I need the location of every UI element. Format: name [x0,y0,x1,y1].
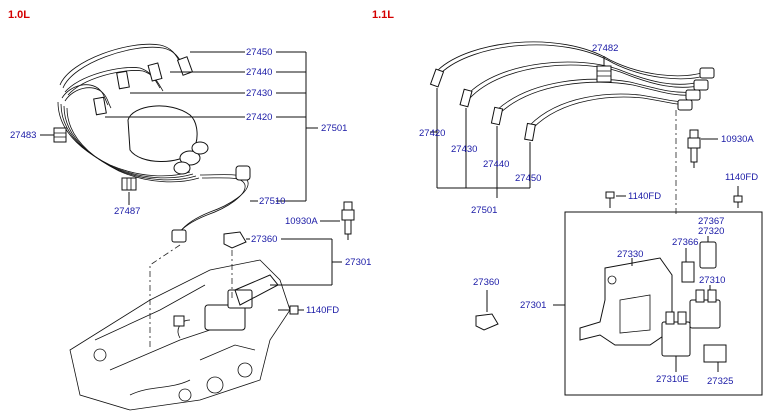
right-bolt-1140fd-a [605,191,626,208]
part-number-27450[interactable]: 27450 [246,47,272,58]
part-number-27483[interactable]: 27483 [10,130,36,141]
left-wire-harness [57,43,251,243]
part-number-27430[interactable]: 27430 [246,88,272,99]
right-spark-plug [675,110,718,215]
right-bolt-1140fd-b [733,186,743,208]
left-leader-lines [40,51,342,350]
part-number-27330[interactable]: 27330 [617,249,643,260]
left-labels: 27450 27440 27430 27420 27501 27483 2748… [10,47,371,316]
section-title-1-1l: 1.1L [372,9,394,21]
part-number-27360[interactable]: 27360 [251,234,277,245]
part-number-10930a[interactable]: 10930A [285,216,318,227]
part-number-1140fd[interactable]: 1140FD [306,305,339,316]
left-engine-block [69,259,291,411]
part-number-27440[interactable]: 27440 [246,67,272,78]
right-connector-27360 [475,290,499,331]
part-number-27301-r[interactable]: 27301 [520,300,546,311]
right-wire-harness [429,41,715,198]
left-clip-27483 [53,127,67,143]
part-number-10930a-r[interactable]: 10930A [721,134,754,145]
section-title-1-0l: 1.0L [8,9,30,21]
part-number-27440-r[interactable]: 27440 [483,159,509,170]
right-clip-27482 [596,56,612,83]
part-number-27430-r[interactable]: 27430 [451,144,477,155]
left-connector-27360 [223,231,247,249]
part-number-27367[interactable]: 27367 [698,216,724,227]
part-number-1140fd-r-b[interactable]: 1140FD [725,172,758,183]
part-number-27420[interactable]: 27420 [246,112,272,123]
left-clip-27487 [121,177,137,191]
part-number-27450-r[interactable]: 27450 [515,173,541,184]
left-spark-plug [341,201,355,240]
part-number-27310e[interactable]: 27310E [656,374,689,385]
part-number-27325[interactable]: 27325 [707,376,733,387]
right-labels: 27482 27420 27430 27440 27450 27501 1093… [419,43,758,387]
part-number-27320[interactable]: 27320 [698,226,724,237]
part-number-1140fd-r-a[interactable]: 1140FD [628,191,661,202]
part-number-27510[interactable]: 27510 [259,196,285,207]
part-number-27310[interactable]: 27310 [699,275,725,286]
part-number-27360-r[interactable]: 27360 [473,277,499,288]
part-number-27487[interactable]: 27487 [114,206,140,217]
part-number-27420-r[interactable]: 27420 [419,128,445,139]
right-coil-assembly-box [553,211,763,396]
part-number-27501[interactable]: 27501 [321,123,347,134]
part-number-27366[interactable]: 27366 [672,237,698,248]
part-number-27482-r[interactable]: 27482 [592,43,618,54]
part-number-27301[interactable]: 27301 [345,257,371,268]
part-number-27501-r[interactable]: 27501 [471,205,497,216]
